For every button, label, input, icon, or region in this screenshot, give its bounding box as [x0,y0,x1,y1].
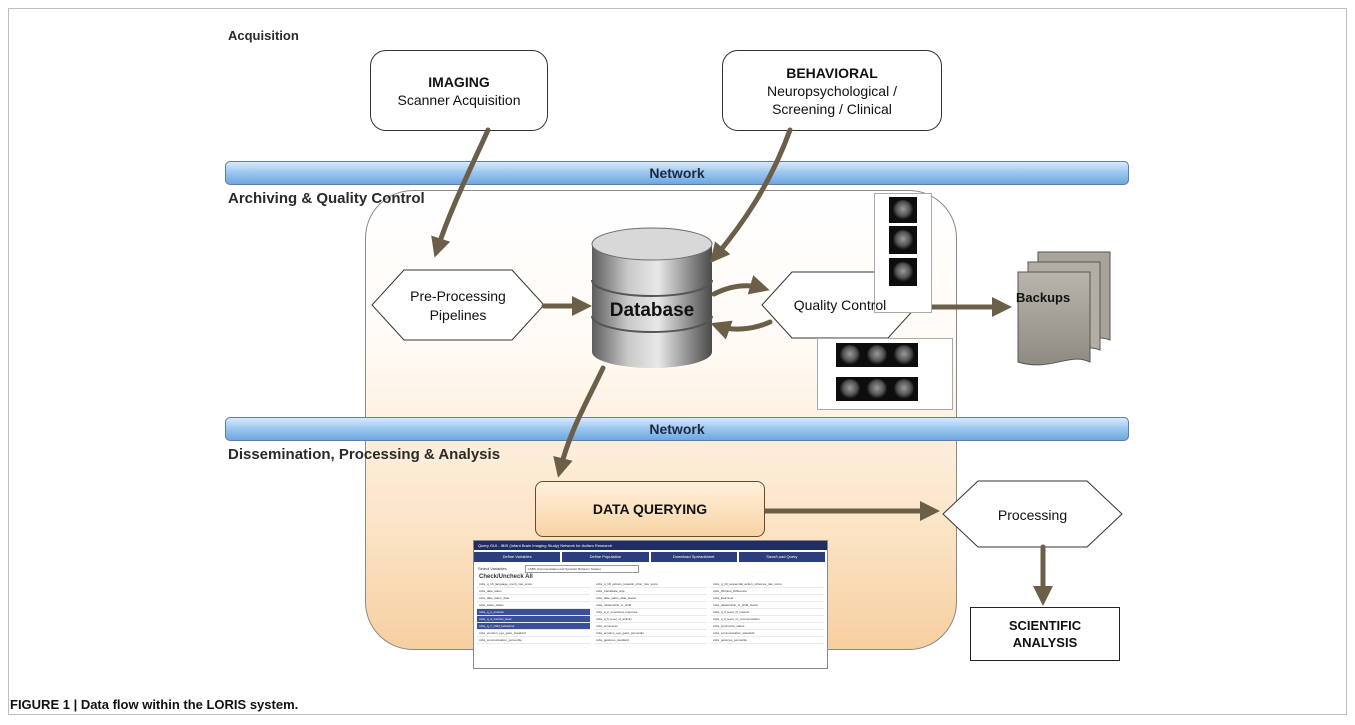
query-tab: Save/Load Query [738,552,825,562]
query-variable-cell: csbs_q_3_level_of_interest [711,609,824,616]
query-check-all: Check/Uncheck All [479,574,533,580]
query-select-row: Select Variables CSBS (Communication and… [474,564,827,573]
query-variable-cell: csbs_q_18_actions_towards_other_raw_scor… [594,581,707,588]
figure-caption: FIGURE 1 | Data flow within the LORIS sy… [10,697,299,712]
network-bar-bottom: Network [225,417,1129,441]
processing-label: Processing [997,506,1068,523]
query-variable-cell: csbs_date_taken_date_status [594,595,707,602]
qc-screenshot-bottom [817,338,953,410]
query-variable-cell: csbs_communication_standard [711,630,824,637]
query-variable-cell: csbs_date_taken_date [477,595,590,602]
scientific-analysis-box: SCIENTIFIC ANALYSIS [970,607,1120,661]
query-variable-cell: csbs_gestures_standard [594,637,707,644]
query-tab: Define Population [562,552,649,562]
query-variable-cell: csbs_relationship_to_child [594,602,707,609]
query-variable-cell: csbs_emotion_eye_gaze_standard [477,630,590,637]
query-variable-cell: csbs_Examiner [711,595,824,602]
query-variable-cell: csbs_date_taken [477,588,590,595]
imaging-box: IMAGING Scanner Acquisition [370,50,548,131]
query-tab: Define Variables [474,552,561,562]
query-variable-cell: csbs_relationship_to_child_status [711,602,824,609]
quality-control-label: Quality Control [793,296,887,313]
database-cylinder [591,227,713,368]
query-variable-cell: csbs_q_6_level_of_communication [711,616,824,623]
query-variable-grid: csbs_q_16_language_comp_raw_score csbs_q_… [474,581,827,644]
backups-stack [1017,251,1111,366]
scientific-analysis-line2: ANALYSIS [1012,635,1078,650]
section-archiving: Archiving & Quality Control [228,190,425,207]
query-variable-cell: csbs_q_7_child_behaviour [477,623,590,630]
query-variable-cell: csbs_Candidate_Age [594,588,707,595]
section-acquisition: Acquisition [228,28,299,43]
processing-hexagon [942,480,1123,548]
query-tool-header: Query GUI - IBIS (Infant Brain Imaging S… [474,541,827,550]
query-tab: Download Spreadsheet [650,552,737,562]
query-variable-cell: csbs_comments_status [711,623,824,630]
section-dissemination: Dissemination, Processing & Analysis [228,446,501,463]
query-tool-tabs: Define Variables Define Population Downl… [474,552,827,562]
query-variable-cell: csbs_q_4_comfort_level [477,616,590,623]
scientific-analysis-line1: SCIENTIFIC [1008,618,1082,633]
arrow-behavioral-to-database [709,127,793,264]
imaging-subtitle: Scanner Acquisition [397,91,521,108]
query-variable-cell: csbs_sister_status [477,602,590,609]
query-select-label: Select Variables [478,566,507,571]
imaging-title: IMAGING [428,73,490,90]
query-variable-cell: csbs_q_16_language_comp_raw_score [477,581,590,588]
query-tool-screenshot: Query GUI - IBIS (Infant Brain Imaging S… [473,540,828,669]
behavioral-line1: Neuropsychological / [767,82,897,99]
query-variable-cell: csbs_q_1_emotion [477,609,590,616]
backups-label: Backups [1016,290,1071,305]
query-variable-cell: csbs_q_5_level_of_activity [594,616,707,623]
query-variable-cell: csbs_emotion_eye_gaze_percentile [594,630,707,637]
query-variable-cell: csbs_Window_Difference [711,588,824,595]
behavioral-line2: Screening / Clinical [772,100,892,117]
query-variable-cell: csbs_gestures_percentile [711,637,824,644]
database-label: Database [609,300,695,321]
arrow-database-to-qc [711,275,770,297]
query-variable-cell: csbs_q_2_emotional_response [594,609,707,616]
preprocessing-line1: Pre-Processing [410,288,506,304]
query-variable-cell: csbs_communication_percentile [477,637,590,644]
qc-screenshot-top [874,193,932,313]
behavioral-box: BEHAVIORAL Neuropsychological / Screenin… [722,50,942,131]
query-variable-cell: csbs_q_19_sequential_action_schemes_raw_… [711,581,824,588]
arrow-imaging-to-preprocessing [431,127,491,258]
preprocessing-line2: Pipelines [429,307,487,323]
arrow-qc-to-database [710,319,773,340]
arrow-database-to-dataquerying [553,365,606,478]
behavioral-title: BEHAVIORAL [786,64,878,81]
figure-frame [8,8,1347,715]
network-bar-top: Network [225,161,1129,185]
query-variable-cell: csbs_comments [594,623,707,630]
data-querying-box: DATA QUERYING [535,481,765,537]
preprocessing-label: Pre-Processing Pipelines [404,287,512,325]
query-select-value: CSBS (Communication and Symbolic Behavio… [524,564,639,573]
